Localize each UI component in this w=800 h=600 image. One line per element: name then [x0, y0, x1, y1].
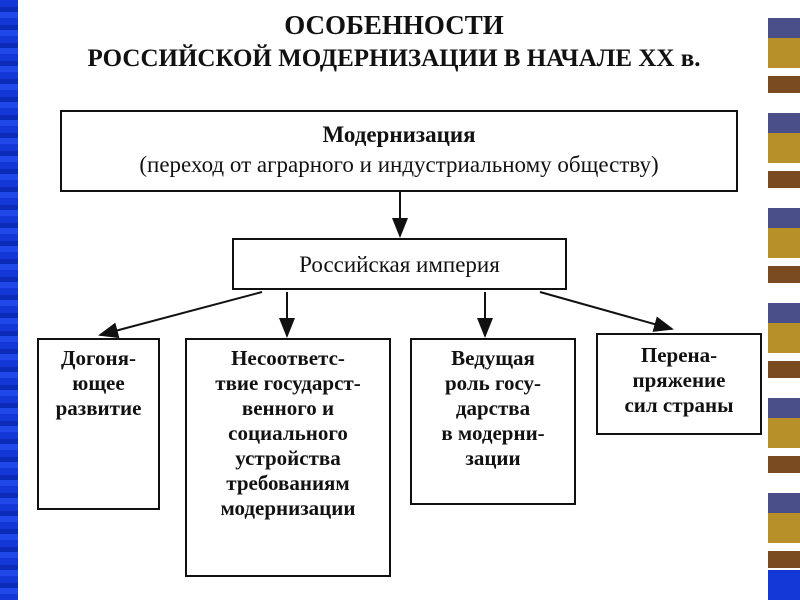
left-decorative-border: [0, 0, 18, 600]
title-line-2: РОССИЙСКОЙ МОДЕРНИЗАЦИИ В НАЧАЛЕ XX в.: [87, 45, 701, 72]
feature-line: зации: [465, 446, 521, 470]
feature-line: Перена-: [640, 343, 718, 367]
feature-line: пряжение: [632, 368, 726, 392]
feature-line: требованиям: [226, 471, 350, 495]
feature-line: устройства: [235, 446, 341, 470]
feature-line: социального: [228, 421, 348, 445]
feature-line: венного и: [241, 396, 335, 420]
russian-empire-label: Российская империя: [299, 252, 500, 277]
modernization-box: Модернизация (переход от аграрного и инд…: [60, 110, 738, 192]
feature-line: сил страны: [624, 393, 734, 417]
modernization-text: (переход от аграрного и индустриальному …: [139, 152, 659, 177]
corner-decoration: [768, 570, 800, 600]
feature-line: Догоня-: [61, 346, 136, 370]
russian-empire-box: Российская империя: [232, 238, 567, 290]
feature-line: в модерни-: [441, 421, 545, 445]
feature-line: дарства: [455, 396, 531, 420]
feature-line: твие государст-: [215, 371, 361, 395]
slide-title: ОСОБЕННОСТИ РОССИЙСКОЙ МОДЕРНИЗАЦИИ В НА…: [20, 8, 768, 76]
right-ornament-border: [768, 8, 800, 570]
modernization-heading: Модернизация: [322, 122, 476, 147]
arrow-to-feature-4: [539, 291, 674, 332]
feature-line: развитие: [55, 396, 142, 420]
feature-line: модернизации: [220, 496, 356, 520]
feature-line: ющее: [72, 371, 125, 395]
feature-line: Несоответс-: [231, 346, 345, 370]
arrow-to-feature-1: [98, 291, 263, 339]
feature-line: роль госу-: [444, 371, 542, 395]
feature-line: Ведущая: [451, 346, 535, 370]
title-line-1: ОСОБЕННОСТИ: [284, 10, 504, 40]
